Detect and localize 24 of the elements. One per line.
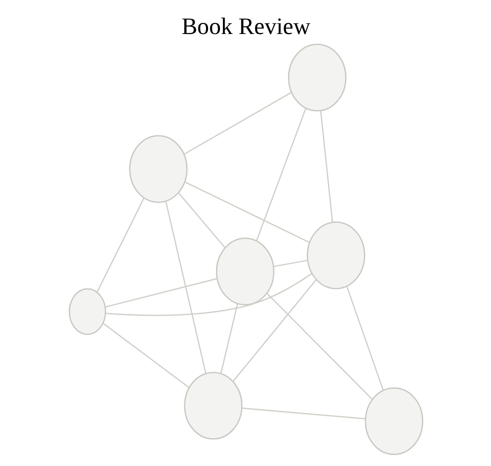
node-circle: [128, 135, 188, 203]
connector: [346, 286, 384, 390]
connector: [178, 192, 226, 248]
node-circle: [306, 222, 365, 290]
connector: [104, 278, 217, 308]
diagram-title: Book Review: [181, 14, 310, 40]
connector: [272, 260, 308, 268]
connector: [183, 92, 292, 155]
node-circle: [184, 372, 242, 440]
connector: [320, 110, 333, 222]
node-circle: [68, 288, 106, 335]
connector: [184, 181, 310, 243]
connector: [220, 303, 238, 374]
connector: [96, 198, 144, 292]
node-circle: [364, 387, 423, 456]
connector: [232, 279, 316, 382]
node-circle: [215, 238, 274, 306]
connector: [102, 322, 189, 388]
connector: [241, 408, 366, 420]
connector: [255, 108, 306, 242]
node-circle: [287, 44, 346, 112]
connector: [164, 200, 206, 374]
connector: [266, 292, 372, 400]
connector: [105, 273, 312, 316]
